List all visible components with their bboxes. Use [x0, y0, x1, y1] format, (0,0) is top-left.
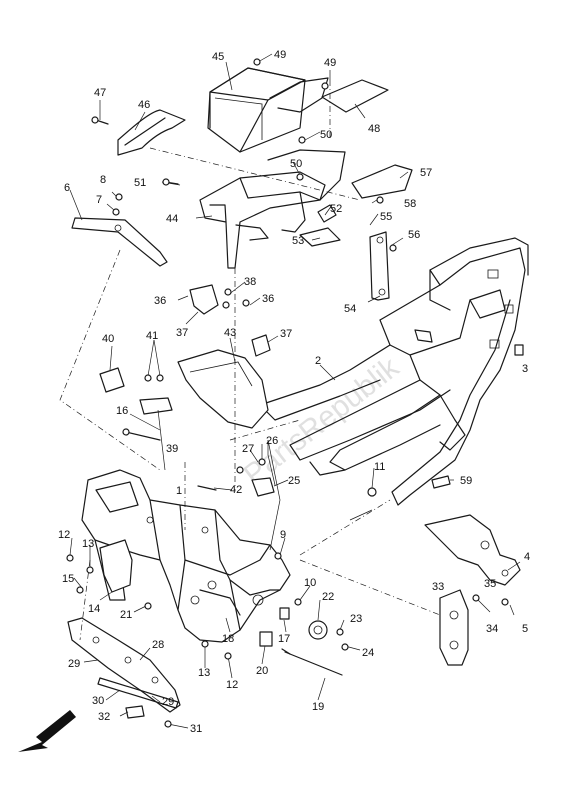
callout-39: 39	[166, 443, 178, 455]
callout-42: 42	[230, 484, 242, 496]
callout-35: 35	[484, 578, 496, 590]
callout-40: 40	[102, 333, 114, 345]
long-bolt	[284, 651, 343, 676]
bracket-37-left	[189, 284, 219, 315]
engine-bracket-4	[424, 514, 521, 586]
callout-25: 25	[288, 475, 300, 487]
bracket-37-right	[251, 334, 271, 357]
callout-24: 24	[362, 647, 374, 659]
callout-14: 14	[88, 603, 100, 615]
callout-26: 26	[266, 435, 278, 447]
clip-3	[514, 344, 524, 356]
callout-17: 17	[278, 633, 290, 645]
callout-47: 47	[94, 87, 106, 99]
callout-54: 54	[344, 303, 356, 315]
small-plate	[299, 227, 341, 247]
callout-56: 56	[408, 229, 420, 241]
callout-32: 32	[98, 711, 110, 723]
battery-box	[207, 67, 329, 153]
callout-5: 5	[522, 623, 528, 635]
callout-41: 41	[146, 330, 158, 342]
callout-8: 8	[100, 174, 106, 186]
callout-36a: 36	[154, 295, 166, 307]
callout-9: 9	[280, 529, 286, 541]
battery-cover	[321, 79, 389, 113]
callout-51: 51	[134, 177, 146, 189]
collar-20	[259, 631, 273, 647]
fasteners	[66, 58, 509, 728]
callout-50b: 50	[290, 158, 302, 170]
callout-49b: 49	[324, 57, 336, 69]
callout-11: 11	[374, 461, 385, 473]
clip-32	[125, 705, 145, 719]
callout-12a: 12	[58, 529, 70, 541]
callout-2: 2	[315, 355, 321, 367]
callout-45: 45	[212, 51, 224, 63]
assembly-centerlines	[59, 80, 441, 641]
callout-20: 20	[256, 665, 268, 677]
collar-17	[279, 607, 290, 620]
callout-19: 19	[312, 701, 324, 713]
battery-band	[117, 109, 186, 156]
callout-27: 27	[242, 443, 254, 455]
callout-43: 43	[224, 327, 236, 339]
callout-37a: 37	[176, 327, 188, 339]
lower-stay-28	[67, 617, 181, 713]
callout-18: 18	[222, 633, 234, 645]
upper-bracket	[199, 149, 346, 269]
callout-55: 55	[380, 211, 392, 223]
callout-13b: 13	[198, 667, 210, 679]
sensor-25	[251, 477, 275, 497]
callout-50a: 50	[320, 129, 332, 141]
callout-7: 7	[96, 194, 102, 206]
callout-13a: 13	[82, 538, 94, 550]
callout-38: 38	[244, 276, 256, 288]
callout-37b: 37	[280, 328, 292, 340]
callout-48: 48	[368, 123, 380, 135]
callout-53: 53	[292, 235, 304, 247]
clip-59	[431, 475, 451, 489]
callout-16: 16	[116, 405, 128, 417]
callout-3: 3	[522, 363, 528, 375]
callout-29b: 29	[162, 696, 174, 708]
callout-44: 44	[166, 213, 178, 225]
callout-30: 30	[92, 695, 104, 707]
front-direction-arrow-icon	[18, 710, 76, 752]
callout-21: 21	[120, 609, 132, 621]
callout-23: 23	[350, 613, 362, 625]
callout-33: 33	[432, 581, 444, 593]
callout-58: 58	[404, 198, 416, 210]
bracket-14	[99, 539, 133, 593]
callout-57: 57	[420, 167, 432, 179]
callout-29a: 29	[68, 658, 80, 670]
callout-36b: 36	[262, 293, 274, 305]
callout-labels: 1 2 3 4 5 6 7 8 9 10 11 12 12 13 13 14 1…	[58, 49, 530, 735]
callout-1: 1	[176, 485, 182, 497]
callout-4: 4	[524, 551, 530, 563]
bracket-39	[139, 397, 173, 415]
side-plate	[439, 589, 469, 666]
cover-plate	[351, 164, 413, 199]
callout-59: 59	[460, 475, 472, 487]
left-stay	[71, 217, 168, 267]
callout-22: 22	[322, 591, 334, 603]
rubber-mount	[308, 620, 328, 640]
callout-34: 34	[486, 623, 498, 635]
callout-52: 52	[330, 203, 342, 215]
callout-10: 10	[304, 577, 316, 589]
callout-28: 28	[152, 639, 164, 651]
bar-30	[97, 677, 179, 709]
callout-46: 46	[138, 99, 150, 111]
bracket-40	[99, 367, 125, 393]
callout-49a: 49	[274, 49, 286, 61]
callout-15: 15	[62, 573, 74, 585]
callout-6: 6	[64, 182, 70, 194]
stay-bracket	[369, 231, 390, 301]
callout-31: 31	[190, 723, 202, 735]
air-duct	[177, 349, 269, 429]
bracket-52	[317, 204, 337, 223]
callout-12b: 12	[226, 679, 238, 691]
